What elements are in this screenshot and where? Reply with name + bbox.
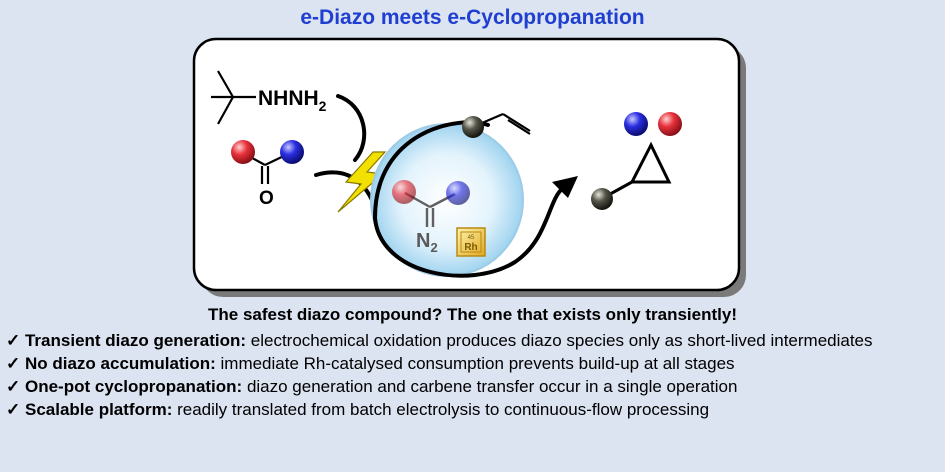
product-arrowhead bbox=[552, 176, 578, 198]
blue-substituent bbox=[280, 140, 304, 164]
check-icon: ✓ bbox=[6, 331, 21, 350]
check-icon: ✓ bbox=[6, 400, 21, 419]
diazo-blue-substituent bbox=[446, 181, 470, 205]
carbonyl-oxygen: O bbox=[259, 188, 274, 209]
diazo-intermediate: N2 bbox=[392, 180, 470, 255]
cyclopropane-product bbox=[591, 112, 682, 210]
svg-text:45: 45 bbox=[468, 235, 475, 241]
ketone: O bbox=[231, 140, 304, 209]
alkene-substituent bbox=[462, 116, 484, 138]
feature-item: ✓ Scalable platform: readily translated … bbox=[6, 400, 710, 419]
ketone-feed-curve bbox=[314, 170, 374, 202]
alkene bbox=[462, 112, 531, 138]
tagline: The safest diazo compound? The one that … bbox=[208, 305, 737, 324]
check-icon: ✓ bbox=[6, 354, 21, 373]
rhodium-catalyst-icon: 45 Rh bbox=[456, 227, 486, 257]
product-blue-substituent bbox=[624, 112, 648, 136]
feature-item: ✓ One-pot cyclopropanation: diazo genera… bbox=[6, 377, 738, 396]
feature-list: ✓ Transient diazo generation: electroche… bbox=[6, 329, 936, 421]
hydrazine-feed-curve bbox=[336, 94, 367, 162]
diazo-red-substituent bbox=[392, 180, 416, 204]
feature-item: ✓ No diazo accumulation: immediate Rh-ca… bbox=[6, 354, 735, 373]
reaction-scheme: NHNH2 O N2 45 Rh bbox=[192, 37, 746, 297]
tert-butyl-hydrazine bbox=[211, 70, 256, 125]
product-gray-substituent bbox=[591, 188, 613, 210]
electricity-bolt-icon bbox=[337, 151, 387, 213]
red-substituent bbox=[231, 140, 255, 164]
flask-arc-bottom bbox=[373, 186, 565, 278]
diazo-label: N2 bbox=[416, 230, 438, 255]
svg-text:Rh: Rh bbox=[464, 242, 477, 253]
feature-item: ✓ Transient diazo generation: electroche… bbox=[6, 331, 873, 350]
product-red-substituent bbox=[658, 112, 682, 136]
check-icon: ✓ bbox=[6, 377, 21, 396]
page-title: e-Diazo meets e-Cyclopropanation bbox=[300, 6, 645, 29]
hydrazine-label: NHNH2 bbox=[258, 87, 327, 114]
